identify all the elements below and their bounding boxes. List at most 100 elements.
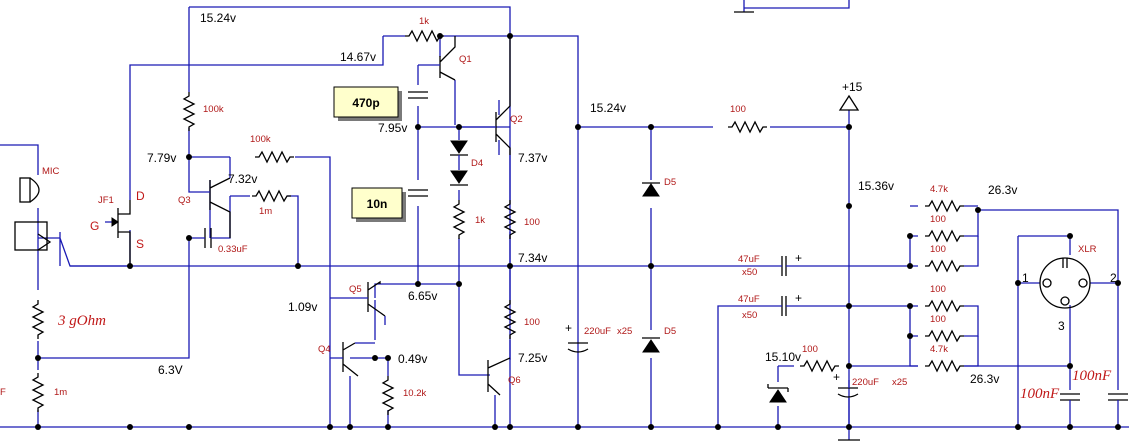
- label-pin3: 3: [1058, 319, 1065, 333]
- resistor-100k-vertical: [183, 91, 195, 132]
- resistor-3-gohm: [32, 299, 44, 340]
- svg-text:+: +: [565, 321, 572, 335]
- voltage-15-10: 15.10v: [765, 350, 801, 364]
- resistor-100-rail: [727, 121, 768, 133]
- label-r100-zener: 100: [802, 344, 818, 355]
- resistor-100k-horizontal: [254, 151, 295, 163]
- resistor-1m-bottom: [32, 372, 44, 413]
- label-r10-2k: 10.2k: [403, 388, 426, 399]
- label-g-pin: G: [90, 219, 99, 233]
- voltage-15-24-mid: 15.24v: [590, 101, 626, 115]
- label-jf1: JF1: [98, 195, 114, 206]
- voltage-0-49: 0.49v: [398, 352, 427, 366]
- voltage-15-24-top: 15.24v: [200, 11, 236, 25]
- jfet-mic: [14, 177, 131, 266]
- label-mic: MIC: [42, 166, 60, 177]
- label-x25-a: x25: [617, 326, 632, 337]
- label-q5: Q5: [349, 284, 362, 295]
- resistor-1k-d4: [453, 199, 465, 240]
- label-d5-top: D5: [664, 177, 676, 188]
- xlr-connector: [1039, 257, 1091, 309]
- resistor-10-2k: [382, 375, 394, 416]
- label-r100-rail: 100: [730, 104, 746, 115]
- svg-text:+: +: [795, 251, 802, 265]
- resistor-100-b: [924, 260, 965, 272]
- label-q1: Q1: [459, 54, 472, 65]
- label-q6: Q6: [508, 375, 521, 386]
- voltage-labels: 15.24v 14.67v 7.95v 7.79v 7.32v 7.37v 7.…: [147, 11, 1017, 386]
- label-x25-b: x25: [892, 377, 907, 388]
- label-r100-b: 100: [930, 244, 946, 255]
- label-c47a: 47uF: [738, 254, 760, 265]
- label-q4: Q4: [318, 344, 331, 355]
- label-pin1: 1: [1022, 271, 1029, 285]
- note-470p-text: 470p: [352, 96, 379, 110]
- label-r4-7k-top: 4.7k: [930, 184, 948, 195]
- handwritten-100nf-a: 100nF: [1020, 386, 1060, 402]
- handwritten-100nf-b: 100nF: [1072, 368, 1112, 384]
- handwritten-3-gohm: 3 gOhm: [57, 313, 106, 329]
- label-xlr: XLR: [1078, 244, 1097, 255]
- label-r100-q6: 100: [524, 317, 540, 328]
- rail-label: +15: [842, 80, 863, 94]
- label-c033: 0.33uF: [218, 244, 248, 255]
- label-r1k-top: 1k: [419, 16, 429, 27]
- resistor-4-7k-bottom: [924, 360, 965, 372]
- label-f: F: [0, 387, 6, 398]
- voltage-7-95: 7.95v: [378, 121, 407, 135]
- component-labels: 1k Q1 Q2 Q3 Q4 Q5 Q6 100k 100k 1m 0.33uF…: [0, 16, 1117, 402]
- resistor-100-d: [924, 330, 965, 342]
- label-r4-7k-bottom: 4.7k: [930, 344, 948, 355]
- voltage-1-09: 1.09v: [288, 300, 317, 314]
- label-r100-a: 100: [930, 214, 946, 225]
- wiring: [0, 0, 1129, 428]
- label-r1m-bottom: 1m: [54, 387, 67, 398]
- label-r100-d: 100: [930, 314, 946, 325]
- label-r100-q2: 100: [524, 217, 540, 228]
- label-pin2: 2: [1110, 271, 1117, 285]
- label-r1k-mid: 1k: [475, 215, 485, 226]
- voltage-7-37: 7.37v: [518, 151, 547, 165]
- note-10n: 10n: [351, 187, 406, 222]
- label-x50a: x50: [742, 267, 757, 278]
- label-c47b: 47uF: [738, 294, 760, 305]
- diodes: [450, 140, 789, 403]
- label-r100-c: 100: [930, 284, 946, 295]
- resistor-4-7k-top: [924, 200, 965, 212]
- svg-text:+: +: [833, 370, 840, 384]
- voltage-6-65: 6.65v: [408, 289, 437, 303]
- voltage-26-3-bottom: 26.3v: [970, 372, 999, 386]
- voltage-14-67: 14.67v: [340, 50, 376, 64]
- voltage-15-36: 15.36v: [858, 179, 894, 193]
- label-q2: Q2: [510, 114, 523, 125]
- capacitors: + + + +: [198, 91, 1128, 440]
- label-d4: D4: [471, 158, 483, 169]
- label-r1m-q3: 1m: [259, 206, 272, 217]
- rail-symbol: [838, 94, 860, 111]
- voltage-26-3-top: 26.3v: [988, 183, 1017, 197]
- label-c220-b: 220uF: [852, 377, 879, 388]
- resistor-100-c: [924, 300, 965, 312]
- label-s-pin: S: [136, 237, 144, 251]
- transistors: [200, 36, 511, 396]
- voltage-7-32: 7.32v: [228, 172, 257, 186]
- resistor-100-a: [924, 230, 965, 242]
- label-d5-bottom: D5: [664, 326, 676, 337]
- voltage-7-25: 7.25v: [518, 351, 547, 365]
- ground-symbols: [734, 11, 860, 441]
- note-10n-text: 10n: [367, 197, 388, 211]
- label-x50b: x50: [742, 310, 757, 321]
- voltage-7-34: 7.34v: [518, 251, 547, 265]
- svg-text:+: +: [795, 291, 802, 305]
- label-r100k-v: 100k: [203, 104, 224, 115]
- label-d-pin: D: [136, 189, 145, 203]
- junction-dots: [35, 33, 1121, 430]
- resistor-1m-q3: [251, 190, 292, 202]
- label-q3: Q3: [178, 195, 191, 206]
- label-c220-a: 220uF: [584, 326, 611, 337]
- voltage-7-79: 7.79v: [147, 151, 176, 165]
- label-r100k-h: 100k: [250, 134, 271, 145]
- note-470p: 470p: [333, 86, 402, 121]
- voltage-6-3: 6.3V: [158, 363, 183, 377]
